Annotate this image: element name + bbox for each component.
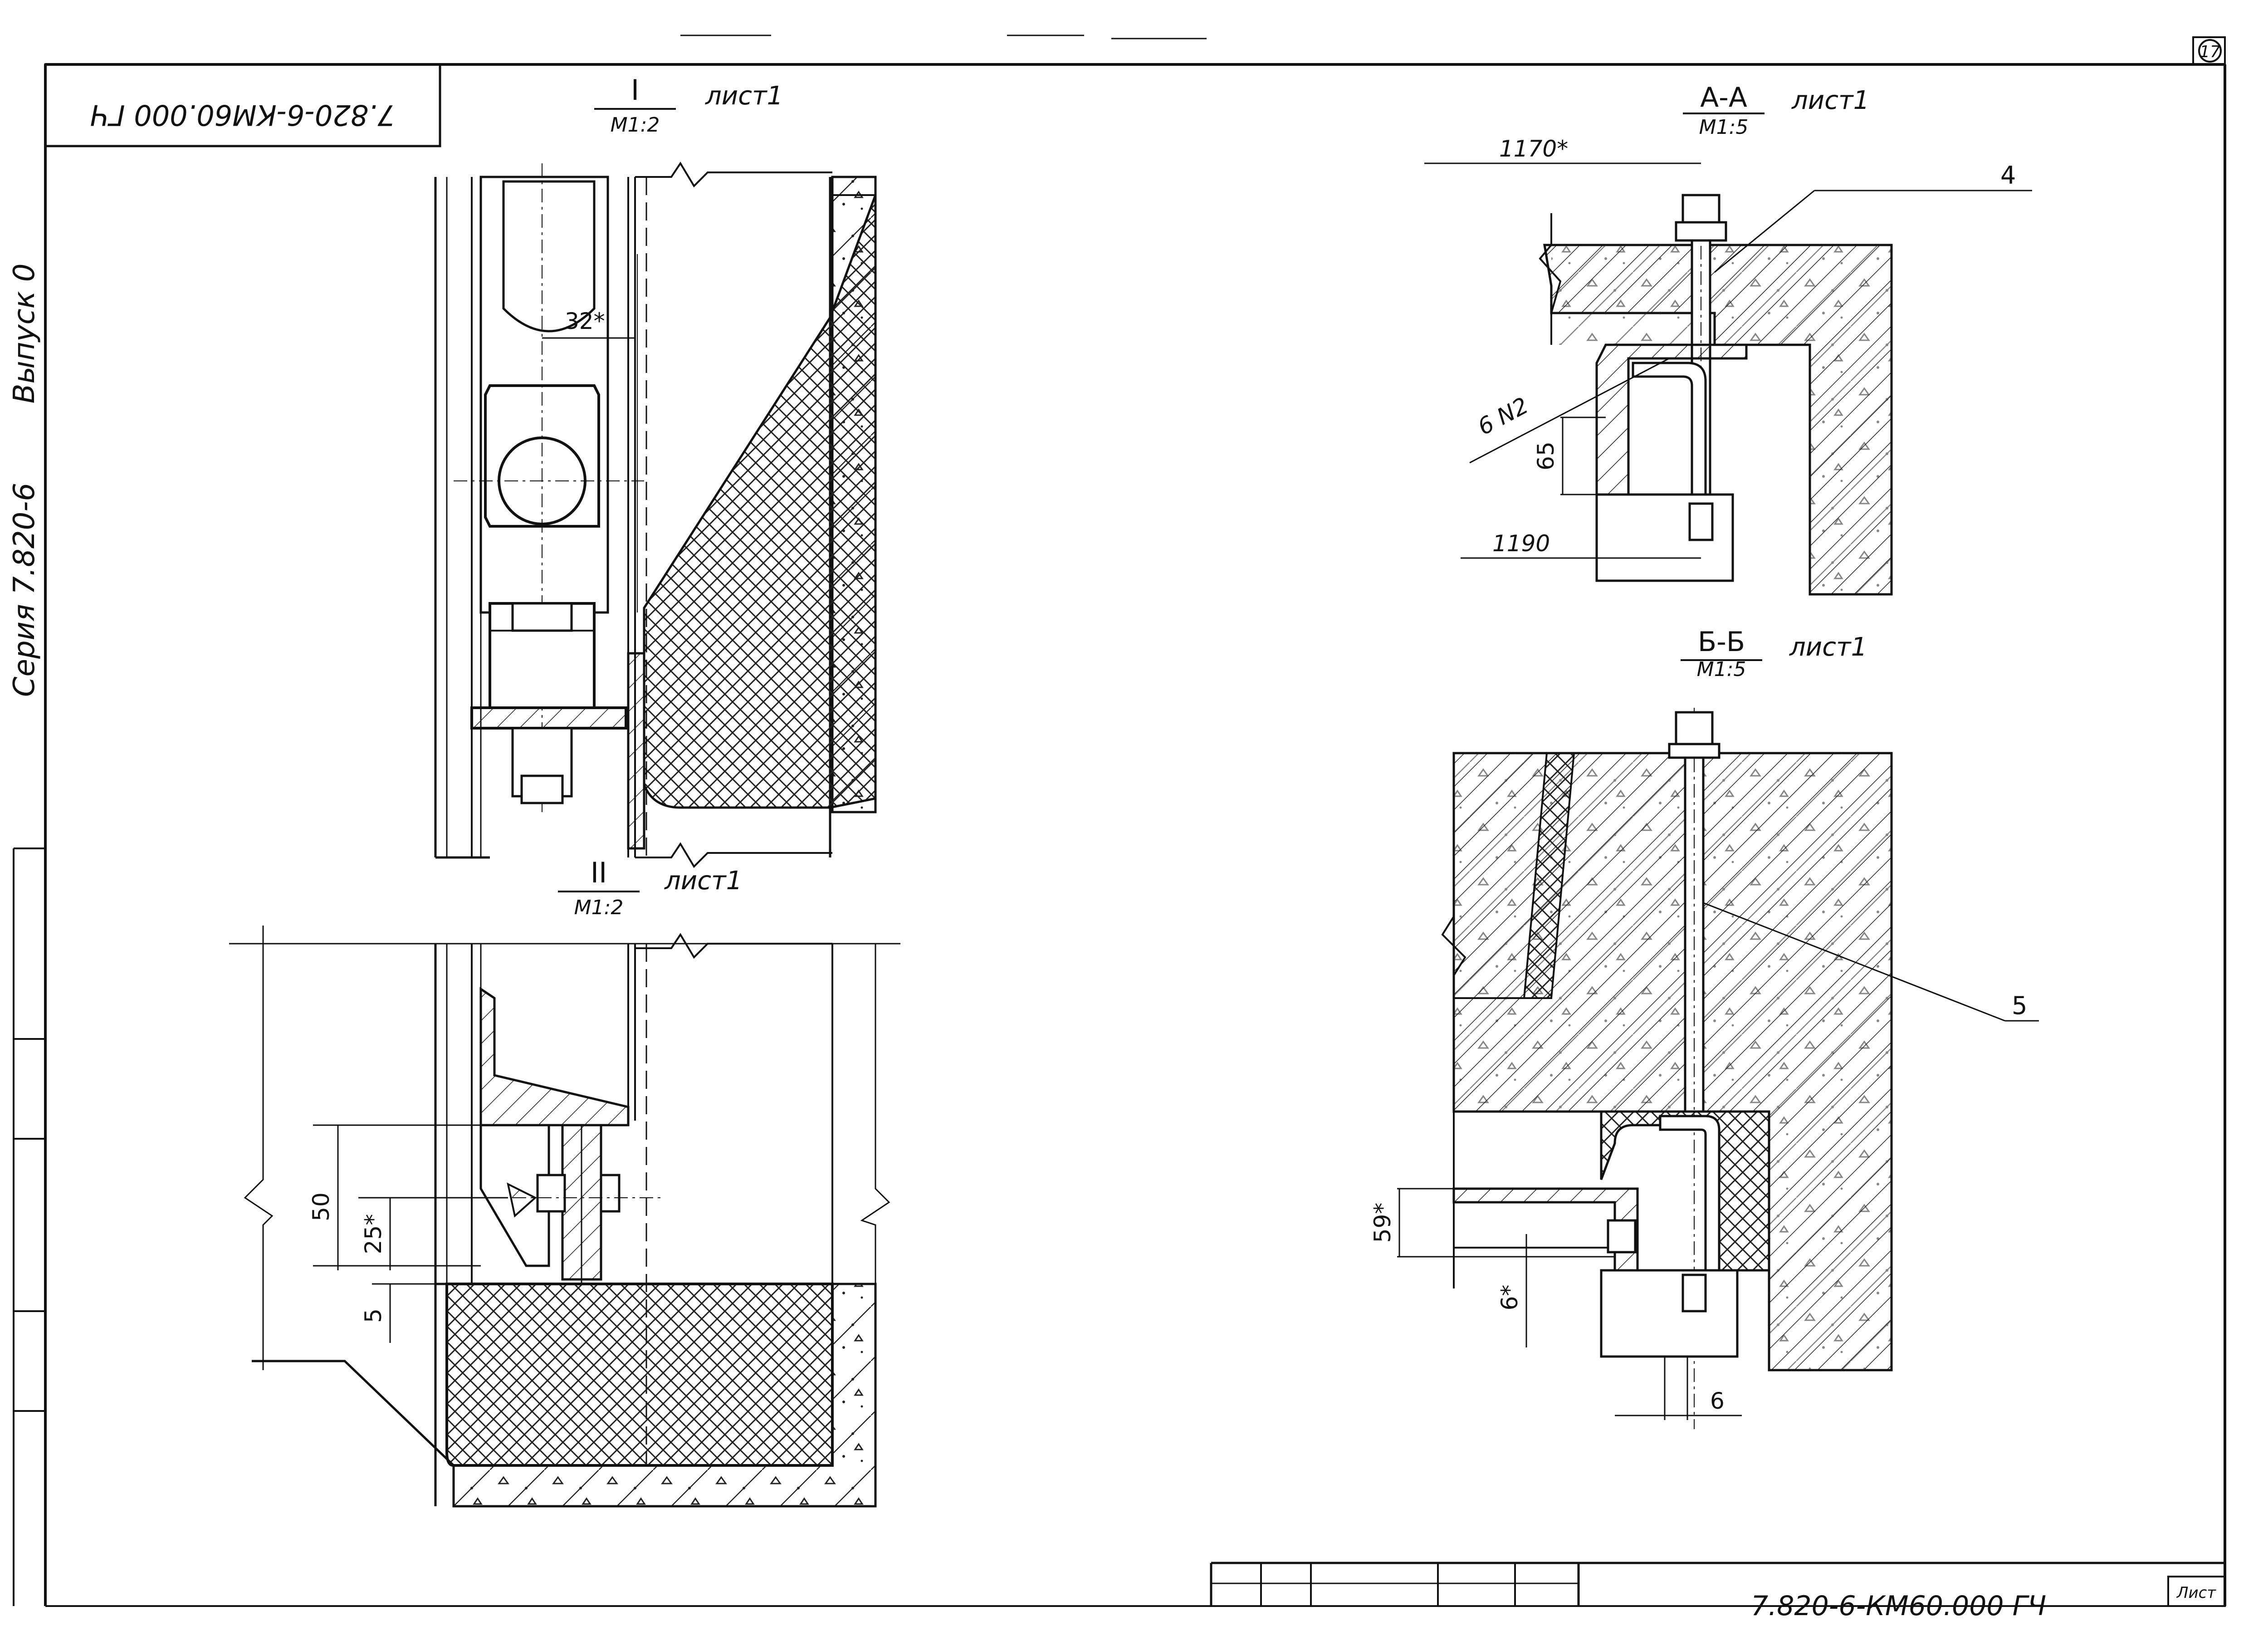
detail-2-dim-25: 25* [360, 1214, 386, 1254]
issue-label: Выпуск 0 [8, 263, 41, 403]
detail-1-slot-plate [479, 176, 609, 614]
section-bb-sheet-ref: лист1 [1789, 632, 1867, 662]
detail-1-nut-bottom [520, 774, 564, 804]
detail-1-title: I М1:2 лист1 [594, 73, 783, 137]
section-bb: Б-Б М1:5 лист1 [1369, 626, 2039, 1429]
detail-2-break-left [244, 926, 274, 1370]
detail-2-title: II М1:2 лист1 [558, 856, 742, 919]
detail-1-angle [627, 652, 645, 850]
detail-2-sheet-ref: лист1 [664, 866, 742, 896]
sheet-number: 17 [2200, 43, 2220, 61]
section-aa-scale: М1:5 [1699, 116, 1749, 139]
detail-1-break-top [635, 162, 832, 188]
section-aa-slab-break [1539, 213, 1562, 345]
detail-2: II М1:2 лист1 [229, 856, 900, 1508]
title-block-sheet-label: Лист [2176, 1584, 2216, 1602]
detail-2-insulation [445, 1283, 834, 1467]
detail-2-dims [313, 1124, 562, 1343]
detail-1-nut-top [511, 602, 573, 632]
section-bb-break [1441, 753, 1466, 1288]
detail-1-lug [484, 384, 600, 528]
detail-2-dim-50: 50 [308, 1192, 334, 1221]
section-bb-dims [1397, 902, 2039, 1420]
section-aa-angle [1595, 343, 1748, 496]
detail-1-scale: М1:2 [611, 113, 660, 137]
sheet-number-badge: 17 [2198, 39, 2222, 63]
section-bb-dim-6: 6 [1710, 1388, 1725, 1414]
detail-2-bolt [507, 1174, 621, 1218]
detail-1-break-bottom [635, 842, 832, 868]
title-block-doc-code: 7.820-6-КМ60.000 ГЧ [1751, 1590, 2046, 1622]
detail-2-dim-5: 5 [360, 1308, 386, 1323]
detail-2-scale: М1:2 [574, 896, 624, 919]
section-bb-dim-59: 59* [1369, 1203, 1396, 1243]
section-aa-callout-4: 4 [2000, 161, 2016, 190]
section-aa-mark: А-А [1700, 82, 1747, 113]
title-block [1210, 1562, 2226, 1607]
detail-1-plate [470, 706, 627, 730]
section-aa-weld-note: 6 N2 [1473, 392, 1532, 440]
detail-2-mark: II [591, 856, 607, 889]
detail-1: I М1:2 лист1 [434, 73, 877, 868]
detail-2-slab-edge [252, 1360, 455, 1506]
section-aa-title: А-А М1:5 лист1 [1683, 82, 1869, 139]
section-bb-anchor-block [1600, 1269, 1739, 1358]
section-bb-scale: М1:5 [1697, 658, 1746, 681]
doc-code-text: 7.820-6-КМ60.000 ГЧ [90, 98, 396, 132]
detail-2-break-top [635, 933, 832, 959]
detail-2-bracket [479, 987, 630, 1127]
section-aa: А-А М1:5 лист1 1170* 1190 [1424, 82, 2032, 596]
section-bb-mark: Б-Б [1698, 626, 1745, 658]
detail-2-break-right [860, 944, 890, 1284]
side-strip: Серия 7.820-6 Выпуск 0 [8, 263, 45, 1606]
series-label: Серия 7.820-6 [8, 483, 41, 697]
section-bb-dim-6v: 6* [1496, 1285, 1523, 1311]
section-aa-dim-65: 65 [1533, 441, 1559, 470]
section-aa-dim-1170: 1170* [1499, 136, 1568, 162]
section-bb-callout-5: 5 [2012, 991, 2027, 1020]
detail-1-dim-32: 32* [542, 308, 635, 339]
detail-1-dim-32-text: 32* [565, 308, 605, 334]
section-bb-title: Б-Б М1:5 лист1 [1681, 626, 1867, 681]
detail-1-insulation [643, 195, 877, 809]
detail-1-mark: I [631, 73, 639, 107]
section-aa-sheet-ref: лист1 [1791, 86, 1869, 115]
detail-1-sheet-ref: лист1 [705, 81, 783, 111]
sheet-frame [44, 34, 2226, 1607]
doc-code-stamp: 7.820-6-КМ60.000 ГЧ [44, 63, 441, 147]
section-aa-dims [1424, 162, 2032, 559]
detail-1-slot [502, 180, 596, 333]
section-bb-bent-bar [1659, 1115, 1721, 1272]
section-aa-bent-bar [1632, 362, 1707, 496]
section-aa-dim-1190: 1190 [1492, 530, 1550, 557]
